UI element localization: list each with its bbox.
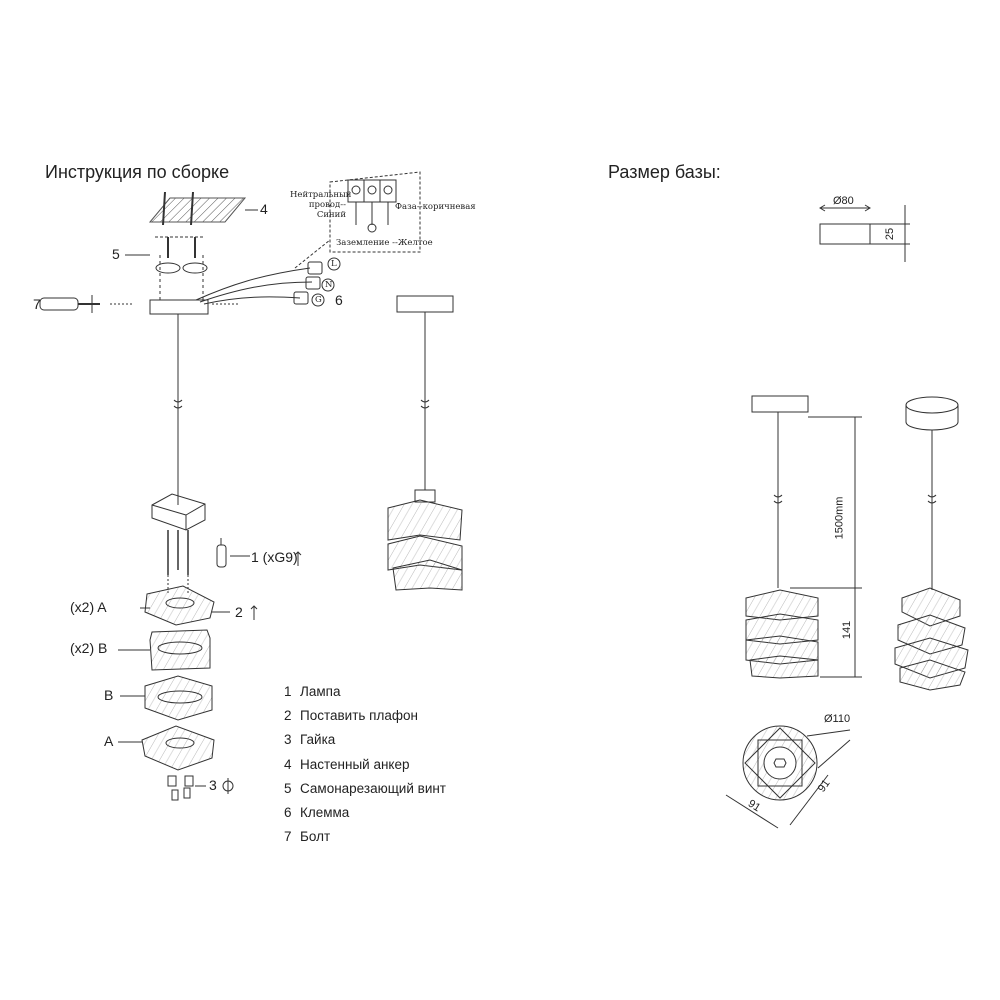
base-dimension-drawing xyxy=(819,204,910,262)
assembly-title: Инструкция по сборке xyxy=(45,162,230,182)
callout-3: 3 xyxy=(209,777,217,793)
nuts xyxy=(167,775,234,801)
canopy-plate xyxy=(149,299,209,315)
crystal-shade-b-1 xyxy=(149,629,211,671)
wiring-bundle xyxy=(195,257,341,307)
shade-diameter-label: Ø110 xyxy=(824,713,851,725)
perspective-view-pendant xyxy=(894,396,969,691)
shade-height-label: 141 xyxy=(841,620,854,640)
phase-wire-label: Фаза--коричневая xyxy=(395,202,476,212)
neutral-wire-label: Нейтральный провод--Синий xyxy=(290,190,352,220)
terminal-l-label: L xyxy=(331,259,337,269)
label-a-x2: (x2) A xyxy=(70,599,107,615)
terminal-block-detail xyxy=(294,171,421,269)
label-b: B xyxy=(104,687,114,703)
crystal-shade-a-bottom xyxy=(141,725,215,771)
base-height-label: 25 xyxy=(884,227,897,241)
ceiling-anchor xyxy=(148,191,258,226)
callout-4: 4 xyxy=(260,201,268,217)
socket-holder xyxy=(151,493,206,595)
label-b-x2: (x2) B xyxy=(70,640,108,656)
top-view-shade xyxy=(725,725,851,829)
crystal-shade-b-2 xyxy=(144,675,213,721)
terminal-g-label: G xyxy=(315,295,322,305)
crystal-shade-a-top xyxy=(144,585,215,626)
label-a: A xyxy=(104,733,114,749)
g9-lamp xyxy=(216,538,302,568)
screwdriver-bolt xyxy=(39,295,238,313)
callout-2: 2 xyxy=(235,604,243,620)
cable-length-label: 1500mm xyxy=(833,496,846,540)
side-view-pendant xyxy=(745,395,862,679)
base-diameter-label: Ø80 xyxy=(833,195,854,207)
callout-5: 5 xyxy=(112,246,120,262)
self-tapping-screws xyxy=(125,236,208,300)
callout-6: 6 xyxy=(335,292,343,308)
terminal-n-label: N xyxy=(325,280,333,290)
assembled-pendant xyxy=(387,295,463,591)
callout-1: 1 (xG9) xyxy=(251,549,298,565)
base-size-title: Размер базы: xyxy=(608,162,721,182)
callout-7: 7 xyxy=(33,296,41,312)
ground-wire-label: Заземление --Желтое xyxy=(336,238,433,248)
